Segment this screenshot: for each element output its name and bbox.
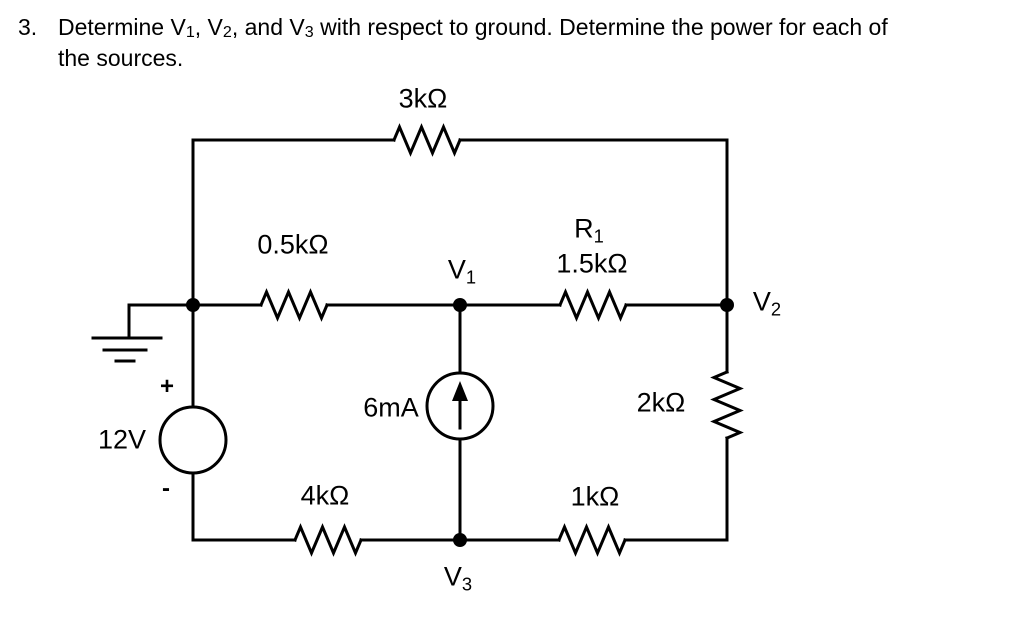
problem-text: Determine V1, V2, and V3 with respect to…	[58, 14, 888, 71]
junction-dot-ground	[186, 298, 200, 312]
resistor-0p5k	[259, 288, 329, 322]
resistor-0p5k-label: 0.5kΩ	[257, 229, 329, 260]
plus-sign: +	[159, 373, 175, 400]
problem-number: 3.	[18, 14, 38, 40]
junction-dot-v1	[453, 298, 467, 312]
resistor-r1-name-label: R1	[574, 213, 604, 247]
current-source-label: 6mA	[363, 392, 419, 423]
resistor-3k	[392, 123, 462, 157]
problem-statement: 3. Determine V1, V2, and V3 with respect …	[18, 13, 888, 72]
minus-sign: -	[162, 475, 170, 502]
junction-dot-v2	[720, 298, 734, 312]
wire	[458, 138, 729, 374]
voltage-source-label: 12V	[97, 424, 147, 455]
resistor-1p5k	[558, 288, 628, 322]
resistor-2k-label: 2kΩ	[636, 387, 686, 418]
resistor-3k-label: 3kΩ	[398, 83, 448, 114]
resistor-r1-value-label: 1.5kΩ	[556, 248, 628, 279]
current-arrow-head	[452, 381, 468, 401]
wire	[191, 138, 396, 307]
ground-icon	[91, 336, 163, 363]
resistor-4k	[293, 523, 363, 557]
voltage-source-circle	[158, 405, 228, 475]
resistor-1k-label: 1kΩ	[570, 481, 620, 512]
resistor-4k-label: 4kΩ	[300, 480, 350, 511]
resistor-1k	[557, 523, 627, 557]
node-v3-label: V3	[443, 561, 473, 595]
node-v1-label: V1	[447, 254, 477, 288]
node-v2-label: V2	[752, 286, 782, 320]
resistor-2k	[710, 370, 744, 440]
junction-dot-v3	[453, 533, 467, 547]
ground-wire	[127, 303, 195, 340]
